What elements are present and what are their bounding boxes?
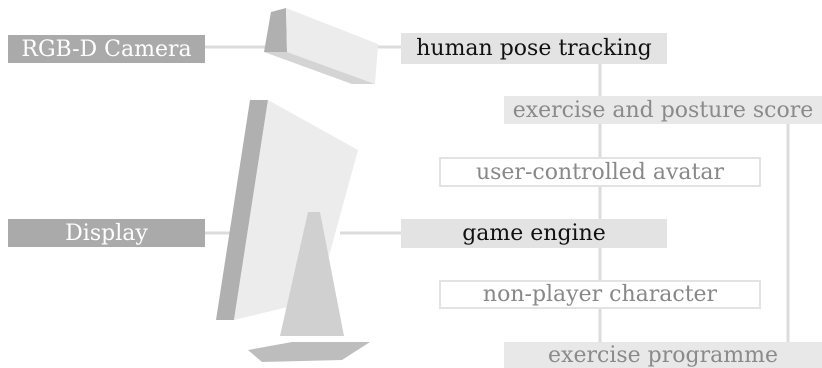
score-box: exercise and posture score <box>504 96 822 124</box>
monitor-device-icon <box>216 100 370 362</box>
avatar-box: user-controlled avatar <box>439 157 761 187</box>
camera-device-icon <box>264 8 378 84</box>
camera-label: RGB-D Camera <box>8 35 205 63</box>
connector-lines <box>204 45 790 342</box>
display-label: Display <box>8 219 205 247</box>
game-engine-box: game engine <box>401 219 667 248</box>
pose-tracking-box: human pose tracking <box>401 33 667 64</box>
npc-box: non-player character <box>439 280 761 309</box>
programme-box: exercise programme <box>504 342 822 368</box>
